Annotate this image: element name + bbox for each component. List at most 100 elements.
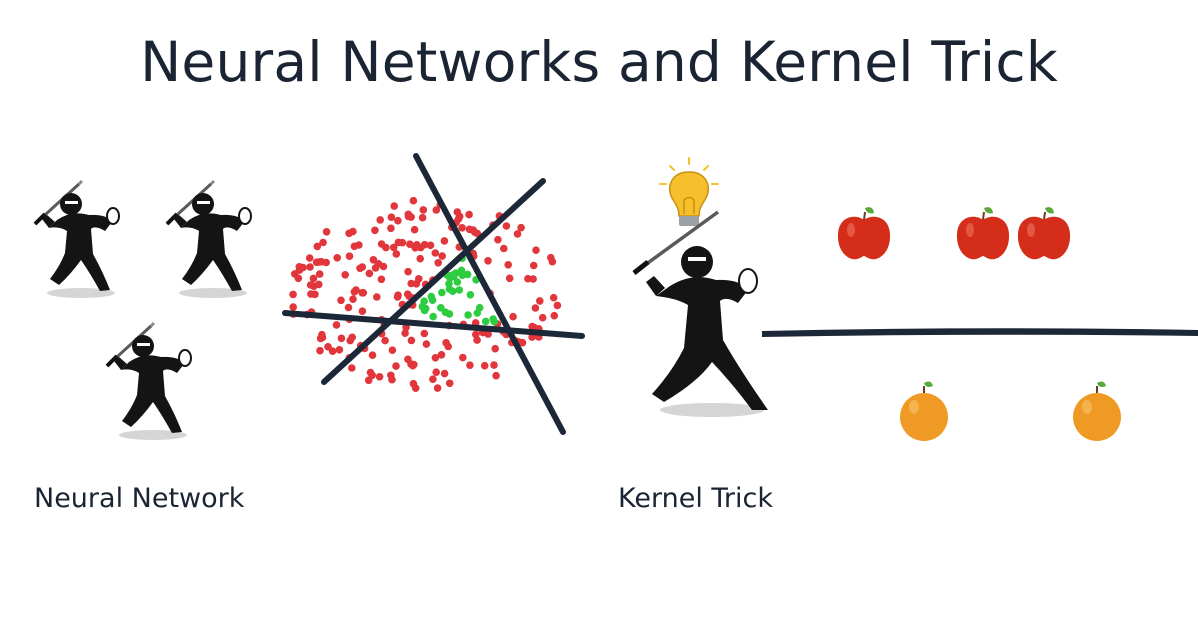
- red-dot: [341, 271, 350, 279]
- red-dot: [431, 354, 440, 362]
- red-dot: [472, 330, 480, 339]
- green-dot: [466, 291, 475, 299]
- green-dot: [475, 303, 484, 312]
- red-dot: [350, 288, 359, 296]
- red-dot: [404, 267, 412, 276]
- red-dot: [480, 361, 489, 370]
- red-dot: [504, 261, 512, 269]
- red-dot: [382, 243, 390, 252]
- red-dot: [404, 212, 413, 221]
- red-dot: [549, 293, 558, 302]
- red-dot: [289, 290, 297, 299]
- red-dot: [401, 329, 409, 338]
- caption-neural-network: Neural Network: [34, 483, 245, 514]
- red-dot: [375, 373, 384, 381]
- red-dot: [433, 384, 442, 392]
- green-dot: [427, 292, 436, 301]
- red-dot: [306, 281, 315, 289]
- red-dot: [392, 362, 400, 370]
- red-dot: [531, 304, 540, 312]
- red-dot: [547, 253, 555, 262]
- red-dot: [328, 347, 337, 356]
- red-dot: [416, 254, 425, 263]
- red-dot: [484, 330, 492, 338]
- red-dot: [307, 290, 315, 298]
- red-dot: [345, 252, 354, 260]
- red-dot: [453, 208, 462, 216]
- red-dot: [358, 263, 367, 271]
- red-dot: [532, 246, 540, 254]
- red-dot: [420, 329, 429, 338]
- red-dot: [389, 243, 398, 252]
- red-dot: [319, 238, 327, 247]
- slide-title: Neural Networks and Kernel Trick: [140, 30, 1058, 94]
- red-dot: [458, 224, 466, 232]
- green-dot: [481, 317, 490, 326]
- ninja-icon: [33, 179, 121, 300]
- red-dot: [376, 216, 385, 224]
- green-dot: [464, 311, 472, 319]
- green-dot: [489, 315, 498, 323]
- red-dot: [333, 253, 342, 262]
- red-dot: [348, 333, 357, 342]
- green-dot: [429, 312, 438, 321]
- red-dot: [445, 379, 454, 388]
- red-dot: [494, 235, 502, 244]
- red-dot: [387, 224, 395, 233]
- red-dot: [491, 344, 500, 353]
- caption-kernel-trick: Kernel Trick: [618, 483, 774, 514]
- red-dot: [387, 213, 396, 221]
- red-dot: [429, 375, 437, 384]
- separator-line: [762, 328, 1198, 337]
- red-dot: [513, 230, 522, 238]
- orange-icon: [899, 380, 949, 442]
- red-dot: [350, 242, 359, 251]
- red-dot: [381, 336, 389, 345]
- red-dot: [373, 293, 381, 301]
- red-dot: [409, 196, 418, 205]
- green-dot: [445, 310, 454, 318]
- red-dot: [295, 263, 304, 271]
- red-dot: [348, 364, 356, 372]
- green-dot: [438, 288, 446, 297]
- red-dot: [442, 339, 450, 347]
- red-dot: [434, 259, 443, 267]
- ninja-icon: [632, 210, 768, 417]
- red-dot: [484, 257, 492, 265]
- red-dot: [406, 240, 414, 248]
- red-dot: [502, 222, 511, 230]
- red-dot: [407, 336, 416, 345]
- red-dot: [432, 368, 441, 377]
- red-dot: [440, 369, 449, 378]
- red-dot: [392, 250, 401, 258]
- red-dot: [437, 351, 446, 359]
- red-dot: [316, 346, 324, 355]
- red-dot: [306, 263, 314, 271]
- red-dot: [473, 336, 481, 344]
- red-dot: [403, 290, 412, 299]
- green-dot: [448, 287, 457, 296]
- red-dot: [394, 216, 402, 225]
- red-dot: [305, 254, 314, 262]
- lightbulb-icon: [659, 157, 719, 226]
- red-dot: [431, 249, 440, 257]
- apple-icon: [955, 206, 1011, 261]
- red-dot: [410, 360, 418, 369]
- red-dot: [317, 258, 326, 266]
- red-dot: [416, 243, 425, 252]
- red-dot: [368, 351, 377, 360]
- red-dot: [371, 226, 379, 235]
- red-dot: [492, 371, 500, 380]
- red-dot: [529, 261, 538, 270]
- scatter-points: [289, 196, 562, 393]
- red-dot: [309, 274, 318, 283]
- red-dot: [349, 295, 357, 304]
- orange-icon: [1072, 380, 1122, 442]
- red-dot: [318, 330, 326, 339]
- red-dot: [517, 223, 525, 232]
- red-dot: [337, 334, 346, 343]
- red-dot: [550, 311, 559, 320]
- slash-lines: [282, 153, 585, 435]
